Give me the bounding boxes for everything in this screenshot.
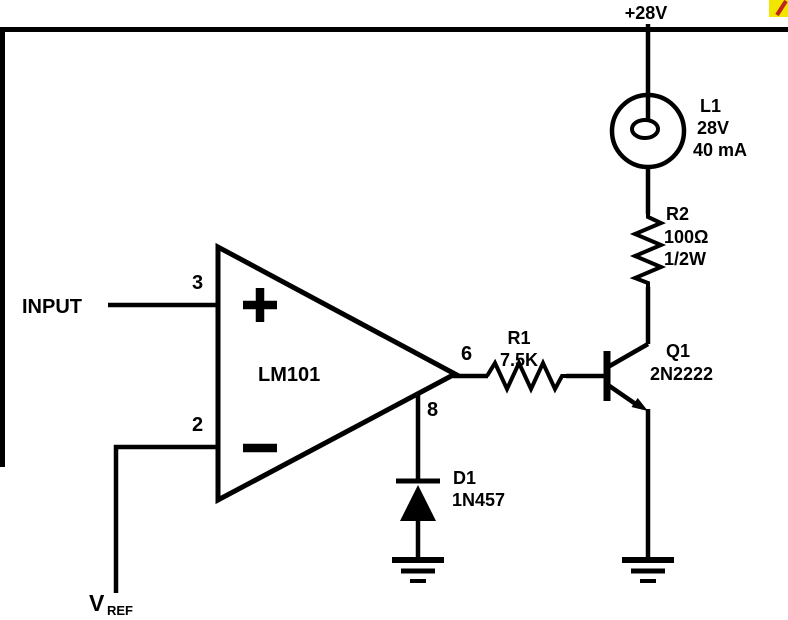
diode-d1 <box>396 478 440 521</box>
r1-ref-label: R1 <box>507 328 530 348</box>
pin8-label: 8 <box>427 399 438 421</box>
lamp-filament <box>630 118 660 140</box>
ground-symbol-d1 <box>392 557 444 583</box>
d1-anode-triangle <box>400 485 436 521</box>
r1-value-label: 7.5K <box>500 350 538 370</box>
lamp-ref-label: L1 <box>700 96 721 116</box>
q1-ref-label: Q1 <box>666 341 690 361</box>
r2-ref-label: R2 <box>666 204 689 224</box>
ground-symbol-q1 <box>622 557 674 583</box>
input-label: INPUT <box>22 296 82 318</box>
r2-power-label: 1/2W <box>664 249 706 269</box>
lamp-current-label: 40 mA <box>693 140 747 160</box>
page-border-left <box>0 27 5 467</box>
wire-vref <box>113 444 218 593</box>
vref-label: V <box>89 590 105 616</box>
d1-ref-label: D1 <box>453 468 476 488</box>
lamp-voltage-label: 28V <box>697 118 729 138</box>
pin2-label: 2 <box>192 414 203 436</box>
pin3-label: 3 <box>192 272 203 294</box>
page-border-top <box>0 27 788 32</box>
r2-value-label: 100Ω <box>664 227 708 247</box>
d1-part-label: 1N457 <box>452 490 505 510</box>
supply-label: +28V <box>625 3 668 23</box>
q1-emitter-arrow <box>631 398 648 411</box>
vref-subscript: REF <box>107 603 133 618</box>
opamp-triangle <box>215 242 461 505</box>
q1-part-label: 2N2222 <box>650 364 713 384</box>
plus-icon <box>243 288 277 322</box>
lamp-symbol <box>609 92 687 170</box>
q1-collector-line <box>606 342 650 369</box>
resistor-r1 <box>485 358 568 394</box>
opamp-part-label: LM101 <box>258 364 320 386</box>
transistor-q1 <box>603 342 650 411</box>
corner-highlight-mark <box>775 0 788 17</box>
resistor-r2 <box>629 214 667 287</box>
pin6-label: 6 <box>461 343 472 365</box>
